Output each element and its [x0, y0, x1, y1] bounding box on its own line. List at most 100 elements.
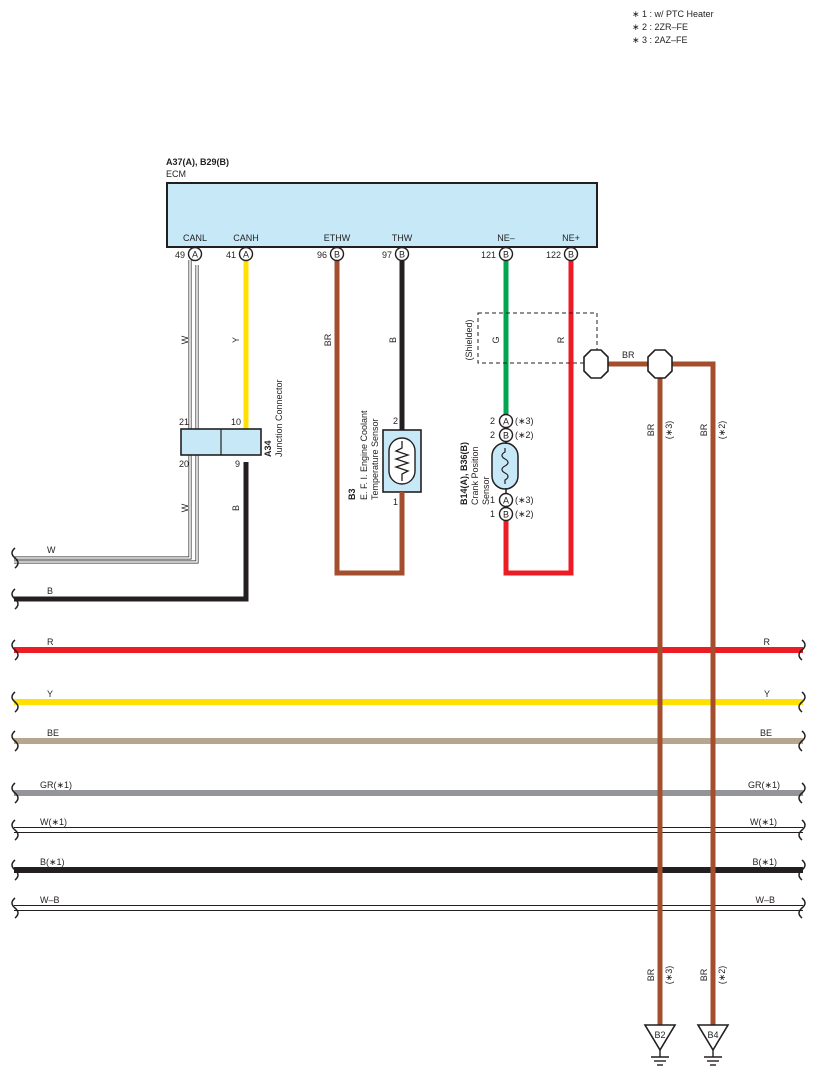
- coil-icon: [501, 448, 509, 484]
- crank-pin-note: (∗3): [515, 416, 534, 426]
- wire-label-canh: Y: [231, 337, 241, 343]
- ground-wire-label: BR: [646, 423, 656, 436]
- bus-label-gr: GR(∗1): [40, 780, 72, 790]
- ground-wire-label: BR: [699, 423, 709, 436]
- bus-w-line: [14, 260, 191, 559]
- break-mark: [11, 819, 19, 841]
- ecm-name: ECM: [166, 169, 186, 179]
- shielded-label: (Shielded): [464, 319, 474, 360]
- splice-point: [583, 349, 609, 379]
- connector-circle: [394, 246, 410, 262]
- note-3: ∗ 3 : 2AZ–FE: [632, 35, 688, 45]
- pin-num-97: 97: [382, 250, 392, 260]
- crank-pin-num: 2: [490, 430, 495, 440]
- splice-point: [647, 349, 673, 379]
- wire-ethw: [334, 261, 405, 576]
- connector-letter: A: [503, 417, 509, 427]
- break-mark: [798, 691, 806, 713]
- connector-circle: [498, 413, 514, 429]
- crank-name-2: Sensor: [481, 476, 491, 505]
- break-mark: [11, 547, 19, 569]
- break-mark: [11, 897, 19, 919]
- wire-label-canl: W: [180, 335, 190, 344]
- connector-circle: [563, 246, 579, 262]
- bus-w-line-2: [14, 265, 198, 563]
- connector-letter: B: [503, 250, 509, 260]
- break-mark: [11, 691, 19, 713]
- junction-pin-10: 10: [231, 417, 241, 427]
- bus-right-label-b1: B(∗1): [752, 857, 777, 867]
- crank-connector-circles: A B A B: [498, 413, 514, 522]
- bus-label-w1: W(∗1): [40, 817, 67, 827]
- pin-label-canl: CANL: [183, 233, 207, 243]
- ground-wire-note: (∗2): [717, 421, 727, 440]
- crank-code: B14(A), B36(B): [459, 442, 469, 505]
- pin-num-41: 41: [226, 250, 236, 260]
- connector-letter: B: [503, 431, 509, 441]
- connector-circle: [498, 506, 514, 522]
- ground-wire-label: BR: [699, 968, 709, 981]
- junction-pin-21: 21: [179, 417, 189, 427]
- bus-right-label-y: Y: [764, 689, 770, 699]
- shield-box: [477, 312, 598, 364]
- pin-label-ethw: ETHW: [324, 233, 351, 243]
- thermistor-icon: [393, 441, 411, 481]
- pin-num-49: 49: [175, 250, 185, 260]
- connector-circle: [498, 492, 514, 508]
- crank-pin-num: 1: [490, 509, 495, 519]
- crank-pin-note: (∗2): [515, 430, 534, 440]
- pin-label-thw: THW: [392, 233, 413, 243]
- bus-label-b1: B(∗1): [40, 857, 65, 867]
- connector-letter: A: [503, 496, 509, 506]
- bus-label-y: Y: [47, 689, 53, 699]
- wire-label-thw: B: [388, 337, 398, 343]
- break-mark: [11, 588, 19, 610]
- ground-b2-label: B2: [654, 1030, 665, 1040]
- ground-b4-triangle: [696, 1024, 730, 1052]
- bus-w-line-outline: [14, 260, 192, 560]
- break-mark: [798, 897, 806, 919]
- bus-label-r: R: [47, 637, 54, 647]
- ground-b2-triangle: [643, 1024, 677, 1052]
- connector-letter: B: [503, 510, 509, 520]
- break-mark: [798, 730, 806, 752]
- junction-pin-9: 9: [235, 459, 240, 469]
- bus-right-label-gr: GR(∗1): [748, 780, 780, 790]
- break-mark: [11, 730, 19, 752]
- bus-right-label-w1: W(∗1): [750, 817, 777, 827]
- break-mark: [11, 782, 19, 804]
- bus-right-label-wb: W–B: [755, 895, 775, 905]
- wire-ne-plus: [503, 261, 574, 576]
- crank-pin-num: 2: [490, 416, 495, 426]
- note-2: ∗ 2 : 2ZR–FE: [632, 22, 688, 32]
- break-mark: [798, 859, 806, 881]
- wire-label-ethw: BR: [323, 333, 333, 346]
- connector-letter: B: [568, 250, 574, 260]
- ground-wire-b4: [660, 361, 716, 1025]
- connector-circle: [498, 427, 514, 443]
- ground-b4-icon: [704, 1050, 722, 1066]
- connector-letter: A: [243, 250, 249, 260]
- connector-circle: [498, 246, 514, 262]
- bus-label-be: BE: [47, 728, 59, 738]
- pin-num-96: 96: [317, 250, 327, 260]
- wire-label-junc-w: W: [180, 503, 190, 512]
- ecm-code: A37(A), B29(B): [166, 157, 229, 167]
- connector-circle: [238, 246, 254, 262]
- bus-w-line-outline-2: [14, 265, 199, 564]
- crank-pin-note: (∗3): [515, 495, 534, 505]
- connector-circle: [329, 246, 345, 262]
- coolant-pin-top: 2: [393, 416, 398, 426]
- pin-num-121: 121: [481, 250, 496, 260]
- junction-name: Junction Connector: [274, 379, 284, 457]
- break-mark: [798, 782, 806, 804]
- crank-name-1: Crank Position: [470, 446, 480, 505]
- break-mark: [798, 819, 806, 841]
- bus-right-label-be: BE: [760, 728, 772, 738]
- junction-pin-20: 20: [179, 459, 189, 469]
- crank-pin-note: (∗2): [515, 509, 534, 519]
- coolant-code: B3: [347, 488, 357, 500]
- pin-label-ne-minus: NE–: [497, 233, 515, 243]
- wire-label-shield: BR: [622, 350, 635, 360]
